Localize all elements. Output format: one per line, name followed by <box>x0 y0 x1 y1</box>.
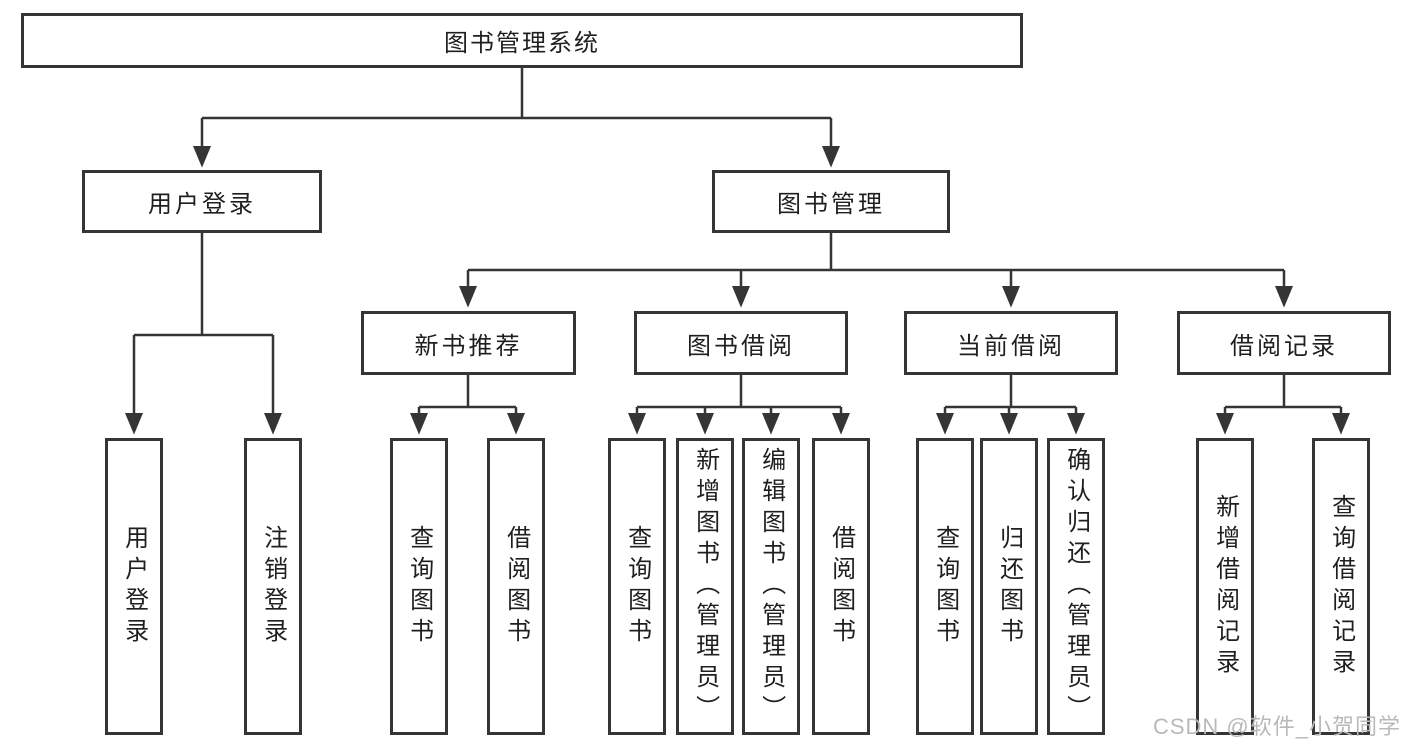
node-borrow-records-label: 借阅记录 <box>1230 332 1338 360</box>
leaf-borrow-books-recommend-label: 借阅图书 <box>502 524 530 649</box>
leaf-add-book-admin: 新增图书（管理员） <box>676 438 734 735</box>
leaf-return-book-label: 归还图书 <box>995 524 1023 649</box>
leaf-add-borrow-record: 新增借阅记录 <box>1196 438 1254 735</box>
leaf-borrow-books-recommend: 借阅图书 <box>487 438 545 735</box>
leaf-user-login-label: 用户登录 <box>120 524 148 649</box>
node-current-borrow: 当前借阅 <box>904 311 1118 375</box>
node-library-system: 图书管理系统 <box>21 13 1023 68</box>
node-book-management: 图书管理 <box>712 170 950 233</box>
leaf-query-books-recommend: 查询图书 <box>390 438 448 735</box>
node-library-system-label: 图书管理系统 <box>444 30 600 57</box>
leaf-query-books-borrow: 查询图书 <box>608 438 666 735</box>
node-book-borrow-label: 图书借阅 <box>687 332 795 360</box>
watermark: CSDN @软件_小贺同学 <box>1152 714 1401 739</box>
leaf-query-books-current: 查询图书 <box>916 438 974 735</box>
leaf-query-borrow-record: 查询借阅记录 <box>1312 438 1370 735</box>
node-current-borrow-label: 当前借阅 <box>957 332 1065 360</box>
leaf-confirm-return-admin-label: 确认归还（管理员） <box>1062 447 1090 726</box>
leaf-logout-label: 注销登录 <box>259 524 287 649</box>
leaf-add-borrow-record-label: 新增借阅记录 <box>1211 493 1239 680</box>
leaf-user-login: 用户登录 <box>105 438 163 735</box>
leaf-query-books-borrow-label: 查询图书 <box>623 524 651 649</box>
node-new-book-recommend-label: 新书推荐 <box>414 332 523 360</box>
node-book-management-label: 图书管理 <box>777 191 885 218</box>
node-user-login-label: 用户登录 <box>148 191 256 218</box>
leaf-add-book-admin-label: 新增图书（管理员） <box>691 447 719 726</box>
node-new-book-recommend: 新书推荐 <box>361 311 576 375</box>
leaf-return-book: 归还图书 <box>980 438 1038 735</box>
node-user-login: 用户登录 <box>82 170 322 233</box>
leaf-borrow-books: 借阅图书 <box>812 438 870 735</box>
leaf-query-books-current-label: 查询图书 <box>931 524 959 649</box>
leaf-logout: 注销登录 <box>244 438 302 735</box>
leaf-query-books-recommend-label: 查询图书 <box>405 524 433 649</box>
leaf-confirm-return-admin: 确认归还（管理员） <box>1047 438 1105 735</box>
leaf-query-borrow-record-label: 查询借阅记录 <box>1327 493 1355 680</box>
node-borrow-records: 借阅记录 <box>1177 311 1391 375</box>
leaf-borrow-books-label: 借阅图书 <box>827 524 855 649</box>
leaf-edit-book-admin: 编辑图书（管理员） <box>742 438 800 735</box>
leaf-edit-book-admin-label: 编辑图书（管理员） <box>757 447 785 726</box>
node-book-borrow: 图书借阅 <box>634 311 848 375</box>
